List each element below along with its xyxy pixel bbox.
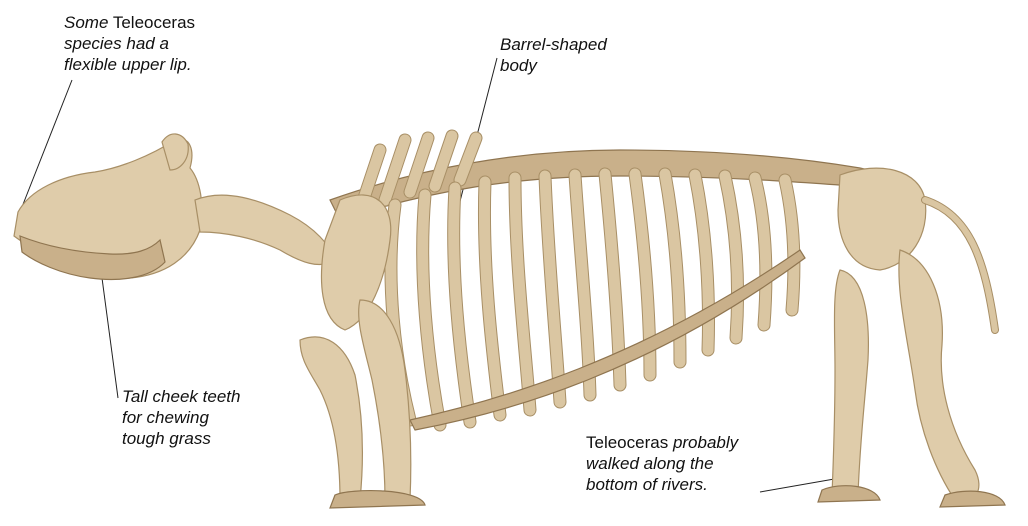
annotation-river-walking: Teleoceras probably walked along the bot… (586, 432, 738, 495)
teeth-line1: Tall cheek teeth (122, 387, 240, 406)
hind-leg-left (832, 270, 868, 495)
rivers-line3: bottom of rivers. (586, 475, 708, 494)
lip-line1-italic: Some (64, 13, 108, 32)
front-leg-right (359, 300, 411, 500)
rivers-line1-italic: probably (668, 433, 738, 452)
lip-line2: species had a (64, 34, 169, 53)
annotation-cheek-teeth: Tall cheek teeth for chewing tough grass (122, 386, 240, 449)
annotation-barrel-body: Barrel-shaped body (500, 34, 607, 76)
lip-line1-regular: Teleoceras (108, 13, 195, 32)
annotation-flexible-lip: Some Teleoceras species had a flexible u… (64, 12, 195, 75)
neck (195, 195, 335, 264)
pelvis (838, 168, 926, 270)
teeth-line2: for chewing (122, 408, 209, 427)
hind-foot-right (940, 491, 1005, 507)
body-line2: body (500, 56, 537, 75)
skeleton (14, 134, 1005, 508)
front-leg-left (300, 337, 362, 500)
hind-foot-left (818, 486, 880, 502)
rivers-line1-regular: Teleoceras (586, 433, 668, 452)
teeth-line3: tough grass (122, 429, 211, 448)
hind-leg-right (899, 250, 979, 501)
body-line1: Barrel-shaped (500, 35, 607, 54)
lip-line3: flexible upper lip. (64, 55, 192, 74)
rivers-line2: walked along the (586, 454, 714, 473)
